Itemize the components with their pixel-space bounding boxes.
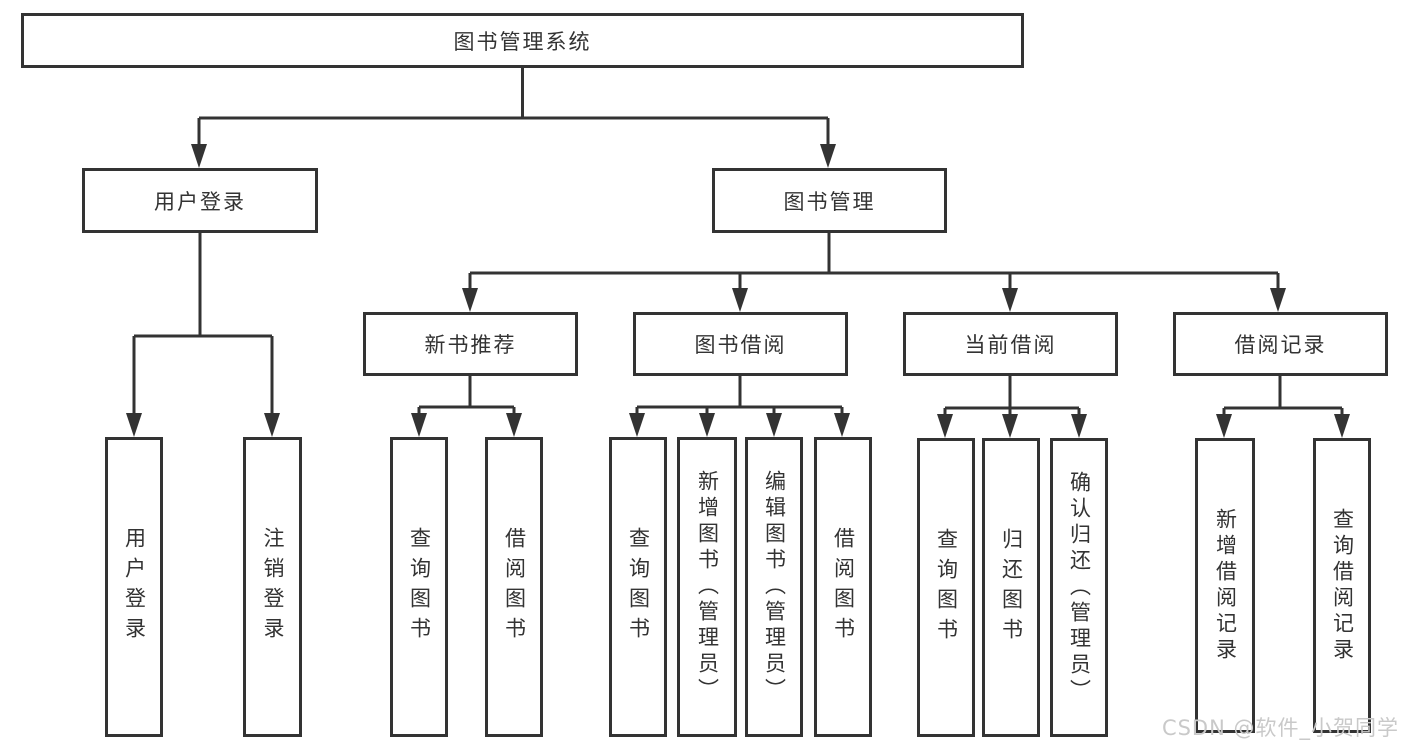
leaf-label: 注销登录 (261, 527, 285, 647)
leaf-label: 归还图书 (999, 527, 1024, 648)
leaf-user-login: 用户登录 (105, 437, 163, 737)
leaf-edit-book-admin: 编辑图书（管理员） (745, 437, 803, 737)
leaf-label: 编辑图书（管理员） (762, 470, 787, 704)
node-label: 新书推荐 (424, 333, 517, 357)
arrowhead-icons (126, 144, 1350, 438)
watermark: CSDN @软件_小贺同学 (1161, 716, 1399, 740)
node-current-borrowing: 当前借阅 (903, 312, 1118, 376)
leaf-search-books-borrowing: 查询图书 (609, 437, 667, 737)
leaf-borrow-books-recommend: 借阅图书 (485, 437, 543, 737)
leaf-confirm-return-admin: 确认归还（管理员） (1050, 438, 1108, 737)
node-label: 图书借阅 (694, 333, 787, 357)
leaf-label: 借阅图书 (831, 527, 856, 647)
leaf-add-borrow-record: 新增借阅记录 (1195, 438, 1255, 733)
node-label: 图书管理 (783, 189, 876, 214)
leaf-label: 查询图书 (934, 527, 959, 648)
leaf-add-book-admin: 新增图书（管理员） (677, 437, 737, 737)
leaf-label: 借阅图书 (502, 527, 527, 647)
leaf-label: 查询图书 (626, 527, 651, 647)
leaf-return-books: 归还图书 (982, 438, 1040, 737)
leaf-label: 查询图书 (407, 527, 432, 647)
leaf-search-borrow-record: 查询借阅记录 (1313, 438, 1371, 733)
leaf-label: 新增借阅记录 (1213, 507, 1238, 664)
node-user-login: 用户登录 (82, 168, 318, 233)
leaf-label: 新增图书（管理员） (695, 470, 720, 704)
node-book-management: 图书管理 (712, 168, 947, 233)
leaf-search-books-recommend: 查询图书 (390, 437, 448, 737)
node-label: 图书管理系统 (453, 29, 592, 54)
node-library-management-system: 图书管理系统 (21, 13, 1024, 68)
node-borrowing-records: 借阅记录 (1173, 312, 1388, 376)
leaf-search-books-current: 查询图书 (917, 438, 975, 737)
node-new-book-recommendation: 新书推荐 (363, 312, 578, 376)
leaf-borrow-books-borrowing: 借阅图书 (814, 437, 872, 737)
node-book-borrowing: 图书借阅 (633, 312, 848, 376)
leaf-label: 确认归还（管理员） (1067, 470, 1092, 705)
leaf-logout: 注销登录 (243, 437, 302, 737)
leaf-label: 查询借阅记录 (1330, 507, 1355, 664)
leaf-label: 用户登录 (122, 527, 147, 647)
node-label: 借阅记录 (1234, 333, 1327, 357)
node-label: 用户登录 (154, 189, 246, 214)
node-label: 当前借阅 (964, 333, 1057, 357)
